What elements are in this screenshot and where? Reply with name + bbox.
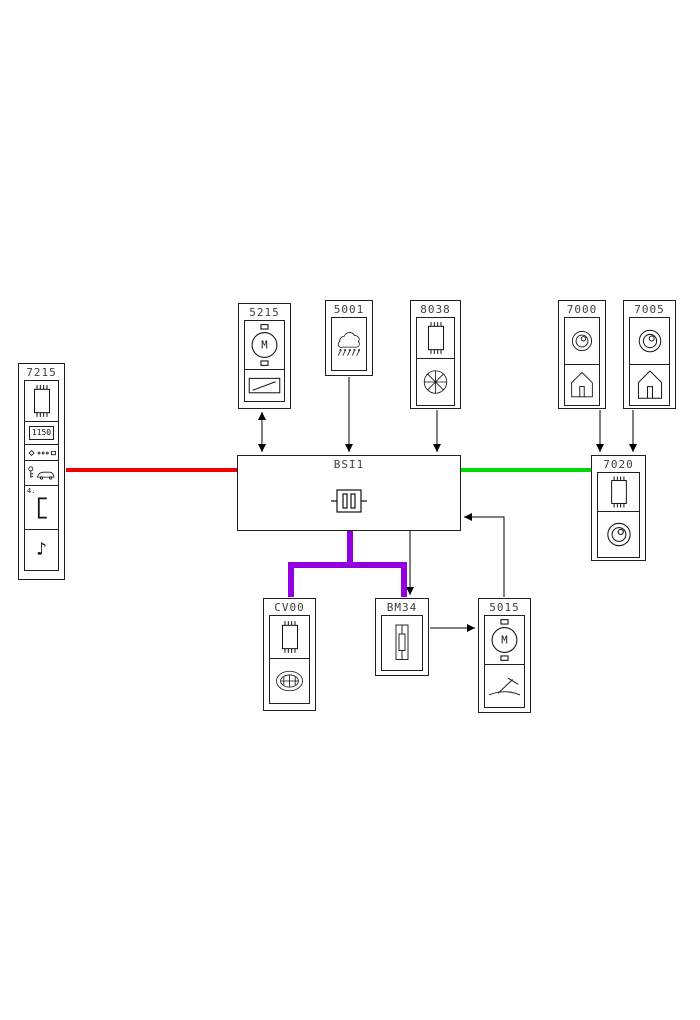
grille-icon xyxy=(276,670,303,692)
component-8038-label: 8038 xyxy=(420,303,451,316)
component-7000: 7000 xyxy=(558,300,606,409)
component-7215: 7215 1150 xyxy=(18,363,65,580)
component-bsi1-body xyxy=(238,471,460,530)
component-7000-body xyxy=(564,317,600,406)
speaker-coil-icon xyxy=(606,522,631,547)
motor-icon: M xyxy=(491,619,518,661)
arrow-5015-to-bsi1 xyxy=(464,513,505,597)
component-5215-body: M xyxy=(244,320,285,404)
chip-icon-cell xyxy=(24,380,59,422)
component-7000-label: 7000 xyxy=(566,303,598,316)
component-8038: 8038 xyxy=(410,300,461,409)
component-bm34-label: BM34 xyxy=(386,601,418,614)
antenna-icon xyxy=(571,371,593,398)
music-note-icon: ♪ xyxy=(36,539,47,560)
motor-cell: M xyxy=(484,615,525,665)
speaker-coil-icon xyxy=(638,329,661,353)
component-7020-label: 7020 xyxy=(603,458,634,471)
component-8038-body xyxy=(416,317,455,406)
component-7215-body: 1150 xyxy=(24,380,59,575)
component-cv00-body xyxy=(269,615,310,706)
motor-icon: M xyxy=(251,324,278,366)
antenna-cell xyxy=(564,364,600,406)
component-bsi1-label: BSI1 xyxy=(333,458,365,471)
rain-cell xyxy=(331,317,367,371)
motor-letter: M xyxy=(261,339,267,352)
component-5001-body xyxy=(331,317,367,371)
component-7020: 7020 xyxy=(591,455,646,561)
coil-cell xyxy=(564,317,600,365)
bracket-icon xyxy=(37,497,47,518)
key-and-car-icon xyxy=(28,466,55,480)
washer-cell xyxy=(244,369,285,402)
wiper-cell xyxy=(484,664,525,708)
component-bm34: BM34 xyxy=(375,598,429,676)
fuse-icon xyxy=(395,624,409,660)
component-bm34-body xyxy=(381,615,423,671)
odometer-display: 1150 xyxy=(28,426,55,440)
component-7005: 7005 xyxy=(623,300,676,409)
component-5001: 5001 xyxy=(325,300,373,376)
chip-icon xyxy=(427,322,444,354)
rain-sensor-icon xyxy=(337,332,361,356)
antenna-icon xyxy=(637,370,662,399)
chip-icon-cell xyxy=(597,472,640,512)
fan-cell xyxy=(416,358,455,406)
antenna-cell xyxy=(629,364,670,406)
component-5015-body: M xyxy=(484,615,525,708)
component-7020-body xyxy=(597,472,640,558)
speaker-coil-icon xyxy=(571,330,593,352)
music-note-cell: ♪ xyxy=(24,529,59,571)
connector-dots-icon xyxy=(28,449,56,456)
component-5015-label: 5015 xyxy=(489,601,520,614)
coil-cell xyxy=(597,511,640,558)
chip-icon-cell xyxy=(416,317,455,359)
component-7005-body xyxy=(629,317,670,406)
motor-letter: M xyxy=(501,634,507,647)
component-5215: 5215 M xyxy=(238,303,291,409)
chip-icon xyxy=(610,476,627,508)
component-5001-label: 5001 xyxy=(333,303,365,316)
component-5215-label: 5215 xyxy=(249,306,280,319)
connector-dots-cell xyxy=(24,444,59,461)
fuse-cell xyxy=(381,615,423,671)
fan-wheel-icon xyxy=(423,370,448,394)
item-index-label: 4. xyxy=(27,487,36,495)
motor-cell: M xyxy=(244,320,285,370)
wire-purple-bsi1-cv00-bm34 xyxy=(288,530,407,597)
bracket-cell: 4. xyxy=(24,485,59,530)
component-7005-label: 7005 xyxy=(634,303,665,316)
grille-cell xyxy=(269,658,310,704)
component-bsi1: BSI1 xyxy=(237,455,461,531)
component-cv00: CV00 xyxy=(263,598,316,711)
washer-icon xyxy=(248,377,281,393)
component-5015: 5015 M xyxy=(478,598,531,713)
connector-icon xyxy=(331,488,367,513)
key-car-cell xyxy=(24,460,59,486)
chip-icon-cell xyxy=(269,615,310,659)
component-cv00-label: CV00 xyxy=(274,601,305,614)
chip-icon xyxy=(281,621,298,653)
component-7215-label: 7215 xyxy=(26,366,57,379)
chip-icon xyxy=(33,385,50,417)
wiper-icon xyxy=(488,677,521,696)
coil-cell xyxy=(629,317,670,365)
display-cell: 1150 xyxy=(24,421,59,445)
